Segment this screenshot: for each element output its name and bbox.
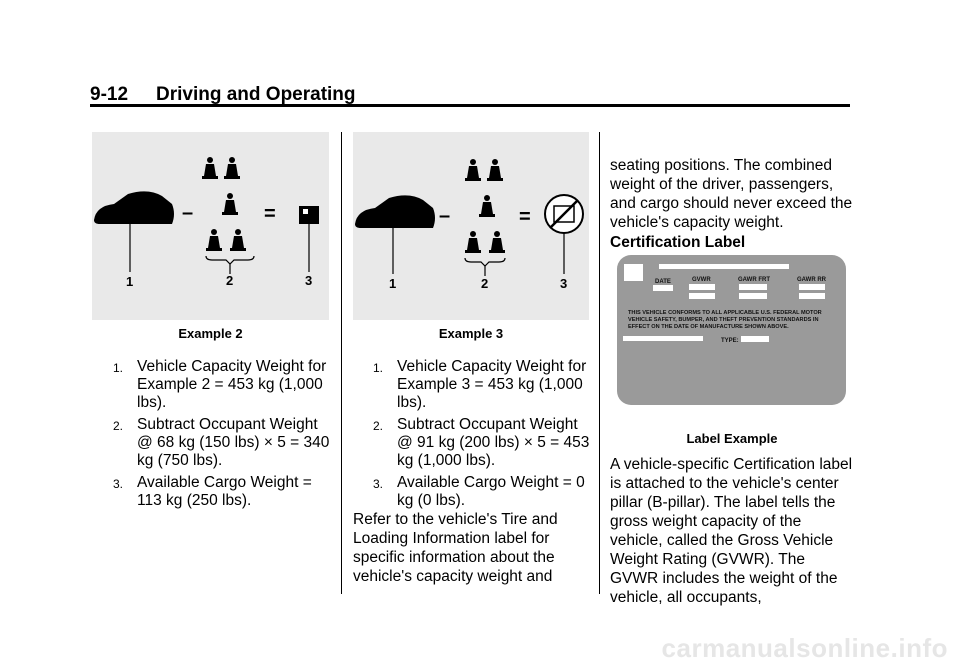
callout-2: 2 bbox=[481, 276, 488, 291]
operator-equals: = bbox=[519, 206, 531, 228]
watermark: carmanualsonline.info bbox=[661, 633, 948, 663]
operator-equals: = bbox=[264, 203, 276, 225]
certification-label-heading: Certification Label bbox=[610, 234, 746, 251]
certification-label-figure: DATE GVWR GAWR FRT GAWR RR THIS VEHICLE … bbox=[617, 255, 846, 405]
svg-text:GVWR: GVWR bbox=[692, 277, 711, 283]
continuation-paragraph: seating positions. The combined weight o… bbox=[610, 157, 853, 231]
column-divider-1 bbox=[341, 132, 342, 594]
example-2-illustration: – = 1 2 3 bbox=[94, 157, 319, 289]
list-item: 1.Vehicle Capacity Weight for Example 3 … bbox=[373, 358, 587, 411]
list-item: 1.Vehicle Capacity Weight for Example 2 … bbox=[113, 358, 327, 411]
no-cargo-icon bbox=[544, 194, 584, 274]
section-title: Driving and Operating bbox=[156, 84, 356, 105]
svg-text:VEHICLE SAFETY, BUMPER, AND TH: VEHICLE SAFETY, BUMPER, AND THEFT PREVEN… bbox=[628, 317, 819, 323]
example-2-caption: Example 2 bbox=[178, 326, 243, 341]
operator-minus: – bbox=[182, 202, 193, 224]
svg-text:THIS VEHICLE CONFORMS TO ALL A: THIS VEHICLE CONFORMS TO ALL APPLICABLE … bbox=[628, 310, 822, 316]
cargo-box-icon bbox=[299, 206, 319, 272]
certification-paragraph: A vehicle-specific Certification label i… bbox=[610, 456, 853, 606]
example-3-list: 1.Vehicle Capacity Weight for Example 3 … bbox=[373, 358, 591, 514]
callout-2: 2 bbox=[226, 273, 233, 288]
svg-text:EFFECT ON THE DATE OF MANUFACT: EFFECT ON THE DATE OF MANUFACTURE SHOWN … bbox=[628, 324, 789, 330]
svg-text:DATE: DATE bbox=[655, 279, 671, 285]
list-item: 3.Available Cargo Weight = 0 kg (0 lbs). bbox=[373, 474, 585, 509]
car-silhouette bbox=[94, 191, 174, 224]
certification-label-illustration: DATE GVWR GAWR FRT GAWR RR THIS VEHICLE … bbox=[623, 264, 827, 344]
callout-1: 1 bbox=[389, 276, 396, 291]
page-number: 9-12 bbox=[90, 84, 129, 105]
example-3-paragraph: Refer to the vehicle's Tire and Loading … bbox=[353, 511, 558, 585]
svg-text:TYPE:: TYPE: bbox=[721, 338, 739, 344]
label-example-caption: Label Example bbox=[686, 431, 778, 446]
callout-3: 3 bbox=[305, 273, 312, 288]
svg-text:GAWR FRT: GAWR FRT bbox=[738, 277, 770, 283]
example-3-figure: – = 1 2 3 bbox=[353, 132, 589, 320]
list-item: 2.Subtract Occupant Weight @ 91 kg (200 … bbox=[373, 416, 590, 469]
column-divider-2 bbox=[599, 132, 600, 594]
example-3-illustration: – = 1 2 3 bbox=[355, 159, 584, 291]
example-2-figure: – = 1 2 3 bbox=[92, 132, 329, 320]
operator-minus: – bbox=[439, 205, 450, 227]
example-2-list: 1.Vehicle Capacity Weight for Example 2 … bbox=[113, 358, 331, 514]
list-item: 3.Available Cargo Weight = 113 kg (250 l… bbox=[113, 474, 312, 509]
example-3-caption: Example 3 bbox=[438, 326, 504, 341]
seat-belt-occupant-icons bbox=[202, 157, 246, 251]
svg-text:GAWR RR: GAWR RR bbox=[797, 277, 827, 283]
header-rule bbox=[90, 104, 850, 107]
page-header: 9-12 Driving and Operating bbox=[90, 84, 356, 106]
list-item: 2.Subtract Occupant Weight @ 68 kg (150 … bbox=[113, 416, 330, 469]
callout-3: 3 bbox=[560, 276, 567, 291]
callout-1: 1 bbox=[126, 274, 133, 289]
